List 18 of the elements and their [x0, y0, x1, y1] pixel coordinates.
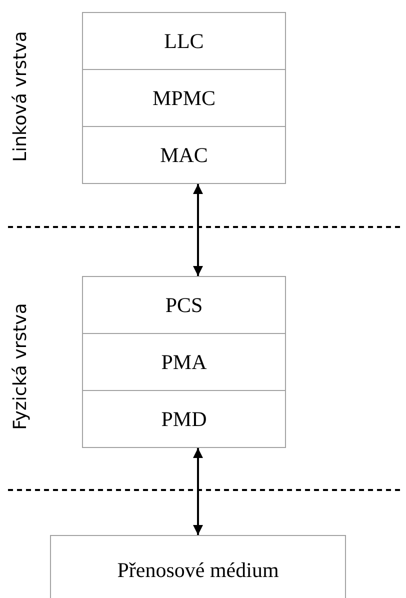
layer-name: PMA	[161, 350, 207, 374]
layer-box	[82, 12, 286, 70]
layer-box	[82, 276, 286, 334]
layer-name: PMD	[161, 406, 207, 432]
layer-name: Přenosové médium	[117, 558, 279, 583]
layer-box	[82, 126, 286, 184]
layer-name: MPMC	[152, 86, 216, 110]
layer-label: Fyzická vrstva	[9, 302, 30, 430]
double-arrow	[193, 448, 203, 535]
layer-name: PCS	[165, 292, 203, 318]
layer-box	[82, 333, 286, 391]
medium-box	[50, 535, 346, 598]
layer-name: MAC	[160, 142, 208, 168]
layer-label: Linková vrstva	[9, 30, 30, 162]
layer-box	[82, 390, 286, 448]
layer-box	[82, 69, 286, 127]
layer-name: LLC	[164, 28, 204, 54]
double-arrow	[193, 184, 203, 276]
